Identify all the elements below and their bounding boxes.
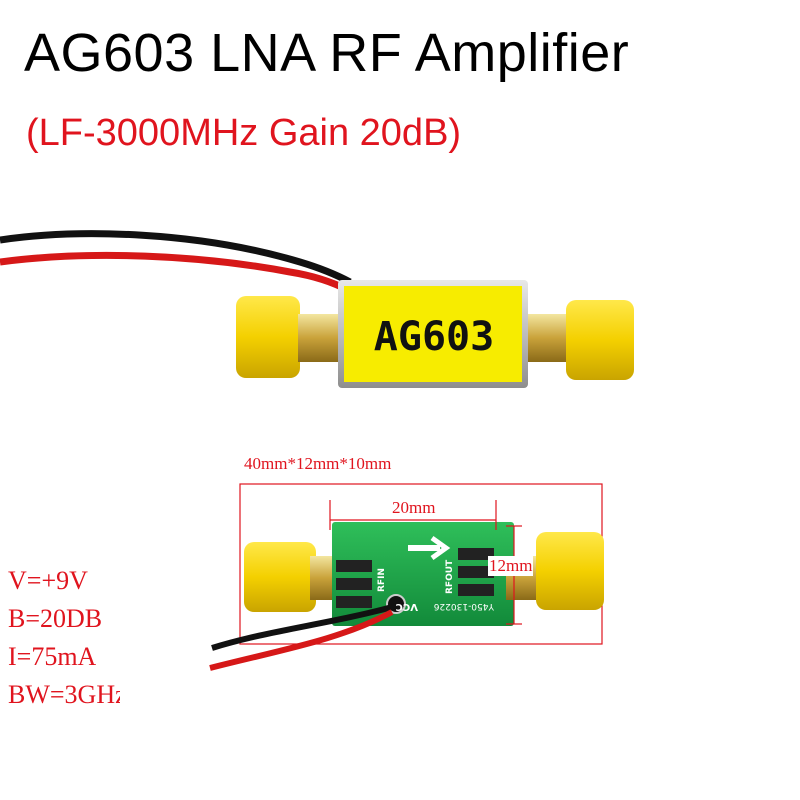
left-sma-connector-2 <box>244 542 316 612</box>
lower-cables <box>209 603 397 671</box>
lower-amplifier-board: RFIN RFOUT VCC Y450-130226 <box>244 522 604 626</box>
upper-amplifier-module: AG603 <box>236 280 634 388</box>
spec-bandwidth: BW=3GHz <box>8 680 120 709</box>
right-sma-connector <box>566 300 634 380</box>
vcc-pin-label: VCC <box>396 601 418 612</box>
length-label: 20mm <box>392 498 436 517</box>
page-title: AG603 LNA RF Amplifier <box>24 23 630 83</box>
spec-current: I=75mA <box>8 642 97 671</box>
dimensions-label: 40mm*12mm*10mm <box>244 454 392 473</box>
rfin-pin-label: RFIN <box>377 568 387 592</box>
width-label: 12mm <box>488 556 534 576</box>
module-label-sticker <box>344 286 522 382</box>
rfout-pin-label: RFOUT <box>445 559 455 594</box>
module-label: AG603 <box>374 314 494 360</box>
spec-gain: B=20DB <box>8 604 103 633</box>
right-sma-connector-2 <box>536 532 604 610</box>
upper-cables <box>0 230 352 294</box>
left-sma-connector <box>236 296 300 378</box>
board-silkscreen: Y450-130226 <box>433 601 495 611</box>
length-dimension-line <box>329 500 497 530</box>
spec-voltage: V=+9V <box>8 566 88 595</box>
page-subtitle: (LF-3000MHz Gain 20dB) <box>26 112 462 154</box>
